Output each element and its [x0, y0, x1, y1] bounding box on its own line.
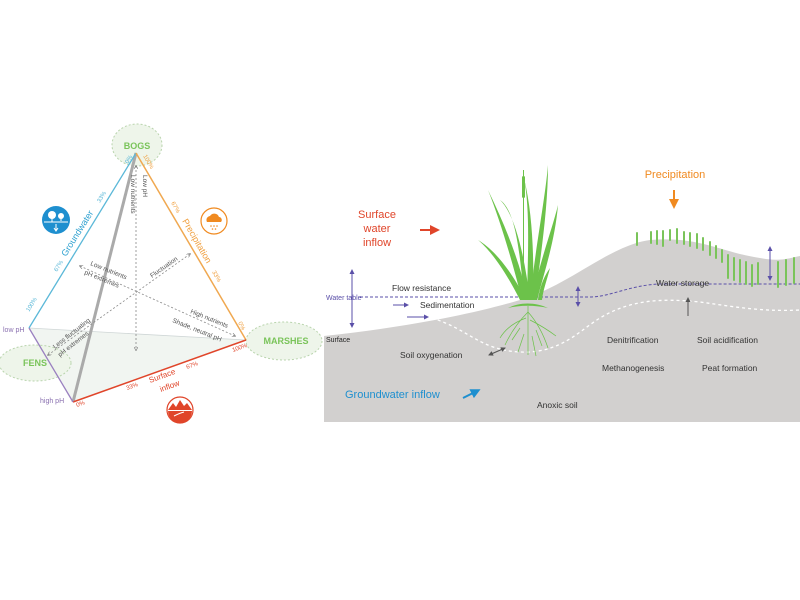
- wetland-cross-section: Surface water inflow Precipitation Water…: [324, 165, 800, 422]
- cattail-plant: [478, 165, 558, 308]
- ph-edge: [28, 327, 74, 403]
- fluctuation-label: Fluctuation: [149, 255, 179, 279]
- bogs-low-nutrients-label: Low nutrients: [129, 175, 136, 214]
- surface-tick-100: 100%: [232, 343, 249, 354]
- bogs-low-ph-label: Low pH: [141, 175, 148, 197]
- bogs-label: BOGS: [124, 141, 151, 151]
- bogs-ellipse: [111, 123, 163, 167]
- surface-water-inflow-label-3: inflow: [363, 237, 391, 249]
- fens-label: FENS: [23, 358, 47, 368]
- precip-tick-67: 67%: [169, 201, 181, 215]
- soil-oxygenation-arrow: [488, 347, 506, 356]
- soil-oxygenation-label: Soil oxygenation: [400, 350, 463, 360]
- groundwater-inflow-label: Groundwater inflow: [345, 389, 440, 401]
- precipitation-label: Precipitation: [645, 169, 706, 181]
- surface-inflow-edge: [72, 339, 247, 403]
- methanogenesis-label: Methanogenesis: [602, 363, 664, 373]
- surface-water-inflow-label-2: water: [363, 223, 391, 235]
- groundwater-inflow-arrow: [462, 389, 481, 399]
- wetland-tetrahedron: BOGS FENS MARSHES low pH high pH 0% 33% …: [0, 123, 323, 424]
- surface-water-inflow-label-1: Surface: [358, 209, 396, 221]
- soil-acidification-label: Soil acidification: [697, 335, 758, 345]
- precipitation-icon: [200, 207, 228, 235]
- groundwater-tick-33: 33%: [97, 190, 109, 204]
- sedimentation-label: Sedimentation: [420, 300, 475, 310]
- surface-inflow-icon: [166, 396, 194, 424]
- peat-formation-label: Peat formation: [702, 363, 758, 373]
- sphagnum-moss: [636, 228, 795, 288]
- soil-body: [324, 239, 800, 422]
- surface-label: Surface: [326, 337, 350, 344]
- groundwater-tick-100: 100%: [26, 296, 40, 313]
- groundwater-icon: [42, 206, 70, 234]
- marshes-label: MARSHES: [263, 336, 308, 346]
- water-table-label: Water table: [326, 295, 362, 302]
- water-storage-label: Water storage: [656, 278, 709, 288]
- surface-tick-67: 67%: [186, 361, 200, 371]
- water-table-line: [360, 283, 800, 298]
- high-ph-label: high pH: [40, 398, 64, 405]
- fluctuation-gradient-arrow: [48, 254, 190, 355]
- marshes-ellipse: [245, 321, 323, 361]
- denitrification-label: Denitrification: [607, 335, 659, 345]
- surface-tick-0: 0%: [76, 400, 87, 409]
- plant-roots: [499, 306, 557, 357]
- surface-tick-33: 33%: [126, 382, 140, 392]
- precip-tick-0: 0%: [236, 321, 246, 332]
- groundwater-tick-0: 0%: [125, 154, 135, 165]
- groundwater-edge: [28, 152, 137, 329]
- flow-resistance-label: Flow resistance: [392, 283, 451, 293]
- low-ph-label: low pH: [3, 327, 24, 334]
- anoxic-soil-label: Anoxic soil: [537, 400, 578, 410]
